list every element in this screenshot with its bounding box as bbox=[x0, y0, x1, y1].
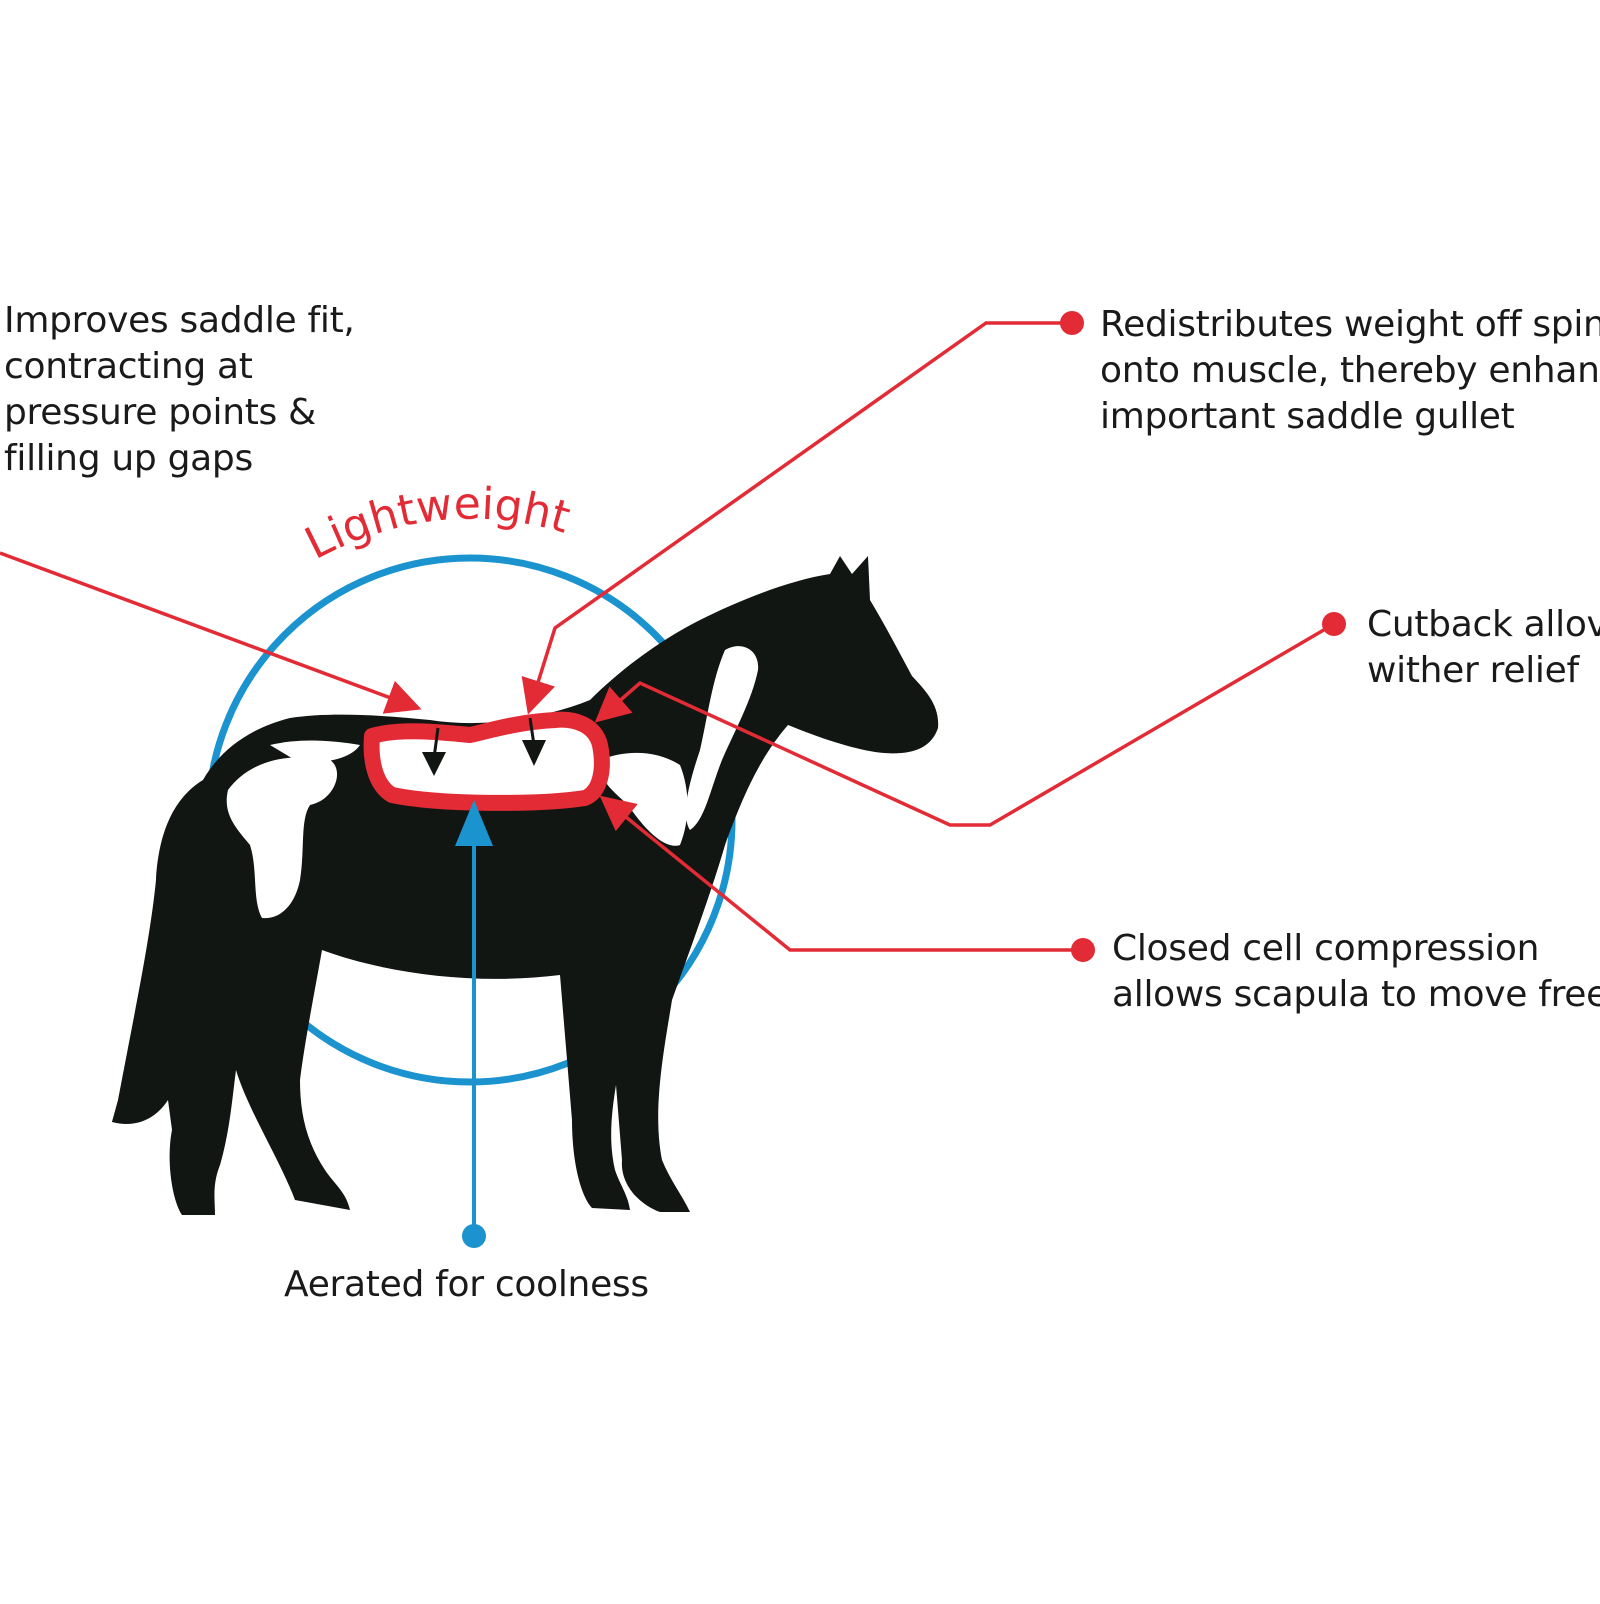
callout-line: contracting at bbox=[4, 346, 253, 387]
leader-cutback bbox=[594, 622, 1335, 827]
pressure-arrows bbox=[422, 717, 546, 776]
callout-line: Closed cell compression bbox=[1112, 928, 1540, 969]
saddle-pad bbox=[363, 711, 610, 811]
red-leader-lines bbox=[0, 321, 1335, 952]
lightweight-label: Lightweight bbox=[297, 479, 575, 570]
horse-marking-shoulder bbox=[599, 752, 688, 846]
horse-body bbox=[112, 556, 939, 1215]
horse-silhouette bbox=[112, 556, 939, 1215]
horse-marking-back bbox=[270, 740, 360, 762]
dot-closed-cell bbox=[1071, 938, 1095, 962]
callout-line: wither relief bbox=[1367, 650, 1579, 691]
callout-line: Aerated for coolness bbox=[284, 1264, 649, 1305]
horse-tail bbox=[112, 850, 178, 1122]
leader-weight bbox=[521, 321, 1072, 715]
callout-line: Redistributes weight off spine bbox=[1100, 304, 1600, 345]
callout-line: important saddle gullet bbox=[1100, 396, 1515, 437]
callout-line: onto muscle, thereby enhanci bbox=[1100, 350, 1600, 391]
callout-weight: Redistributes weight off spine onto musc… bbox=[1100, 302, 1600, 440]
dot-weight bbox=[1060, 311, 1084, 335]
dot-cutback bbox=[1322, 612, 1346, 636]
callout-cutback: Cutback allov wither relief bbox=[1367, 602, 1600, 694]
callout-closed-cell: Closed cell compression allows scapula t… bbox=[1112, 926, 1600, 1018]
leader-saddle-fit bbox=[0, 551, 422, 714]
callout-line: filling up gaps bbox=[4, 438, 253, 479]
callout-line: pressure points & bbox=[4, 392, 316, 433]
leader-closed-cell bbox=[599, 795, 1083, 952]
horse-marking-neck bbox=[685, 646, 759, 830]
horse-marking-flank bbox=[226, 757, 338, 919]
callout-saddle-fit: Improves saddle fit, contracting at pres… bbox=[4, 298, 355, 482]
callout-aerated: Aerated for coolness bbox=[284, 1262, 649, 1308]
blue-leader-line bbox=[455, 800, 493, 1248]
callout-line: Improves saddle fit, bbox=[4, 300, 355, 341]
callout-line: allows scapula to move freel bbox=[1112, 974, 1600, 1015]
callout-line: Cutback allov bbox=[1367, 604, 1600, 645]
